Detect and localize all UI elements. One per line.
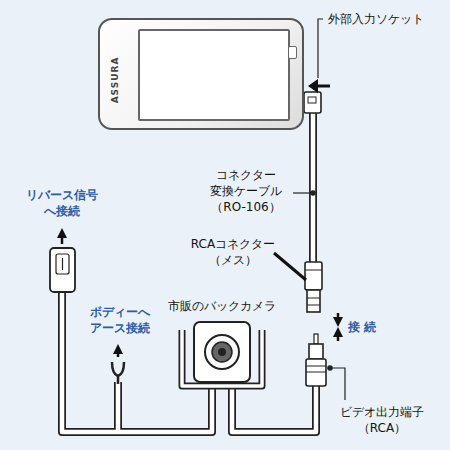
device-button	[288, 46, 297, 59]
cable-label: コネクター 変換ケーブル （RO-106）	[210, 167, 282, 216]
display-screen	[138, 29, 290, 121]
camera-label: 市販のバックカメラ	[168, 298, 276, 314]
device-body: ASSURA	[98, 18, 304, 130]
ground-label: ボディーへ アース接続	[90, 304, 150, 336]
video-out-label: ビデオ出力端子 （RCA）	[340, 404, 424, 436]
socket-label: 外部入力ソケット	[328, 11, 424, 27]
brand-name: ASSURA	[110, 57, 120, 104]
brand-holder: ASSURA	[100, 20, 130, 128]
rca-connector-label: RCAコネクター （メス）	[191, 236, 275, 268]
reverse-signal-label: リバース信号 へ接続	[26, 187, 98, 219]
connect-label: 接 続	[348, 319, 376, 335]
